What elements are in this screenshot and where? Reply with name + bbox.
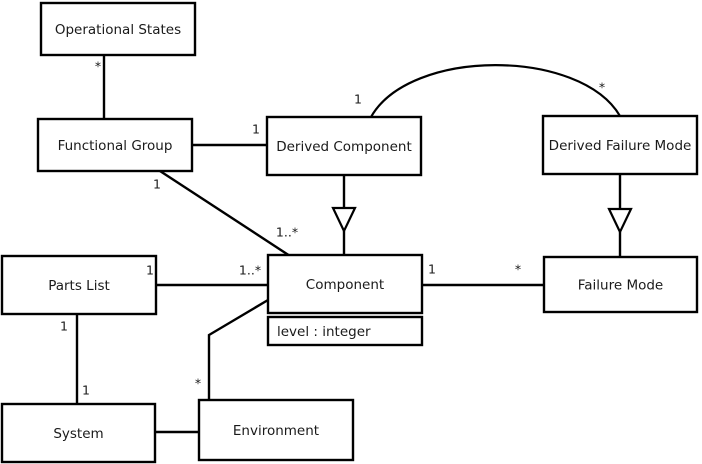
multiplicity-labels-layer: * 1 1 1..* 1 * 1 1..* 1 1 1 * * [60, 59, 605, 398]
class-name-label: Failure Mode [578, 278, 664, 294]
class-box-environment[interactable]: Environment [197, 398, 355, 462]
class-name-label: Functional Group [58, 138, 173, 154]
class-name-label: Component [306, 277, 384, 293]
class-name-label: Environment [233, 423, 319, 439]
class-box-frame [0, 254, 158, 316]
class-box-operational-states[interactable]: Operational States [39, 1, 197, 57]
multiplicity-label: 1 [146, 263, 154, 278]
class-box-frame [265, 115, 423, 177]
multiplicity-label: * [195, 376, 201, 391]
class-name-label: Parts List [48, 278, 110, 294]
class-box-frame [197, 398, 355, 462]
multiplicity-label: 1 [252, 122, 260, 137]
class-name-label: Operational States [55, 22, 181, 38]
class-box-frame [266, 253, 424, 315]
class-box-derived-component[interactable]: Derived Component [265, 115, 423, 177]
class-box-system[interactable]: System [0, 402, 157, 464]
class-box-derived-failure-mode[interactable]: Derived Failure Mode [541, 114, 699, 176]
class-name-label: System [53, 426, 103, 442]
class-box-failure-mode[interactable]: Failure Mode [542, 255, 699, 314]
multiplicity-label: 1..* [276, 225, 298, 240]
multiplicity-label: 1 [60, 319, 68, 334]
multiplicity-label: 1 [153, 177, 161, 192]
class-attribute-label: level : integer [277, 324, 371, 340]
generalization-arrowhead-icon [607, 207, 633, 235]
class-box-frame [0, 402, 157, 464]
class-attribute-compartment [266, 315, 424, 347]
class-box-parts-list[interactable]: Parts List [0, 254, 158, 316]
multiplicity-label: 1 [354, 92, 362, 107]
association-derived-component--derived-failure-mode [370, 64, 621, 118]
generalization-arrowhead-icon [331, 206, 357, 234]
associations-layer [75, 55, 621, 434]
class-box-frame [39, 1, 197, 57]
multiplicity-label: * [95, 59, 101, 74]
multiplicity-label: * [599, 80, 605, 95]
class-name-label: Derived Failure Mode [549, 138, 692, 154]
class-box-frame [36, 117, 194, 173]
class-name-label: Derived Component [276, 139, 412, 155]
multiplicity-label: 1..* [239, 263, 261, 278]
association-component--environment [207, 298, 269, 400]
multiplicity-label: 1 [428, 262, 436, 277]
class-box-functional-group[interactable]: Functional Group [36, 117, 194, 173]
generalizations-layer [331, 174, 633, 257]
class-box-frame [541, 114, 699, 176]
multiplicity-label: 1 [82, 383, 90, 398]
class-box-frame [542, 255, 699, 314]
multiplicity-label: * [515, 262, 521, 277]
association-functional-group--component [159, 169, 291, 258]
class-box-component[interactable]: Component level : integer [266, 253, 424, 347]
